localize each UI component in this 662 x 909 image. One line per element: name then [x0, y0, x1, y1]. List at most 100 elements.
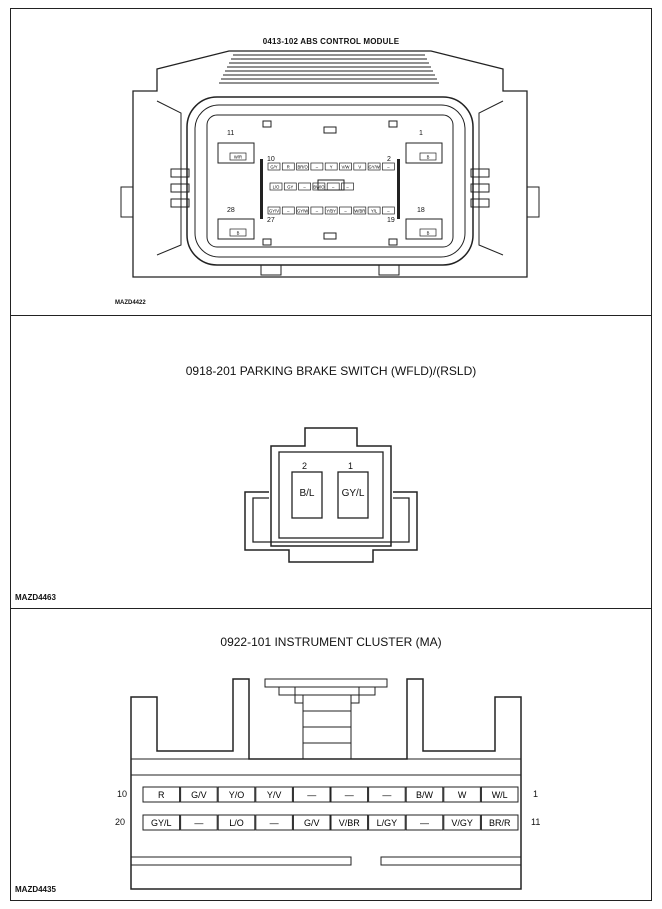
abs-pin-28: 28: [227, 207, 235, 214]
svg-text:Y/O: Y/O: [229, 790, 245, 800]
cluster-row2-cavity: V/GY: [443, 814, 481, 831]
cluster-row2-right-number: 11: [531, 817, 541, 827]
svg-text:BR/R: BR/R: [489, 818, 511, 828]
cluster-row1-right-number: 1: [533, 789, 539, 799]
svg-text:–: –: [387, 165, 390, 170]
cluster-row2-cavity: V/BR: [330, 814, 369, 831]
svg-text:V: V: [358, 165, 361, 170]
svg-text:Y/L: Y/L: [371, 209, 378, 214]
cluster-row2-cavity: —: [180, 814, 218, 831]
cluster-figure-code: MAZD4435: [15, 885, 56, 894]
cluster-row1-cavity: W/L: [480, 786, 519, 803]
svg-text:–: –: [387, 209, 390, 214]
svg-text:G/V: G/V: [304, 818, 320, 828]
abs-pin-18: 18: [417, 207, 425, 214]
cluster-title: 0922-101 INSTRUMENT CLUSTER (MA): [220, 635, 442, 649]
abs-row2-cavity: –: [326, 182, 340, 191]
svg-text:Y/BY: Y/BY: [326, 209, 336, 214]
svg-text:B: B: [427, 231, 430, 236]
cluster-panel: 0922-101 INSTRUMENT CLUSTER (MA) R G/V Y/O…: [11, 609, 651, 901]
svg-text:—: —: [194, 818, 203, 828]
svg-text:B/W: B/W: [416, 790, 434, 800]
svg-text:GY/L: GY/L: [151, 818, 172, 828]
svg-text:Y/V: Y/V: [267, 790, 282, 800]
abs-figure-code: MAZD4422: [115, 300, 146, 306]
abs-row1-cavity: Y: [324, 162, 338, 171]
svg-text:BW/O: BW/O: [313, 185, 325, 190]
abs-row3-cavity: Y/BY: [324, 206, 338, 215]
svg-text:–: –: [344, 209, 347, 214]
cluster-row2-cavity: —: [405, 814, 444, 831]
svg-text:–: –: [316, 165, 319, 170]
cluster-row1-cavity: R: [142, 786, 181, 803]
cluster-row2-cavity: L/GY: [368, 814, 406, 831]
parking-figure-code: MAZD4463: [15, 593, 56, 602]
abs-row1-cavity: –: [310, 162, 324, 171]
parking-pin-1-label: GY/L: [341, 488, 365, 499]
abs-row2-cavity: –: [298, 182, 311, 191]
svg-text:G/Y: G/Y: [270, 165, 277, 170]
parking-pin-2-label: B/L: [299, 488, 315, 499]
abs-row3-cavity: GY/V: [267, 206, 281, 215]
abs-row3-cavity: Y/L: [367, 206, 381, 215]
svg-text:—: —: [345, 790, 354, 800]
svg-text:W: W: [458, 790, 467, 800]
abs-pin-27: 27: [267, 217, 275, 224]
cluster-row1-cavity: G/V: [180, 786, 218, 803]
cluster-row1-cavity: B/W: [405, 786, 444, 803]
cluster-row2-cavity: L/O: [217, 814, 256, 831]
abs-latch-label-br: B: [419, 228, 437, 237]
cluster-row1-cavity: —: [292, 786, 331, 803]
abs-row1-cavity: –: [382, 162, 395, 171]
svg-text:—: —: [420, 818, 429, 828]
abs-pin-2: 2: [387, 156, 391, 163]
diagram-frame: 0413-102 ABS CONTROL MODULE: [10, 8, 652, 901]
cluster-row2-cavity: —: [255, 814, 293, 831]
abs-row3-cavity: GY/W: [296, 206, 309, 215]
abs-row1-cavity: G/Y: [267, 162, 281, 171]
abs-panel: 0413-102 ABS CONTROL MODULE: [11, 9, 651, 316]
cluster-connector-drawing: R G/V Y/O Y/V — — — B/W W W/L GY/L — L/O — G/V V/BR L/GY…: [130, 678, 522, 890]
svg-text:B: B: [237, 231, 240, 236]
svg-text:R: R: [158, 790, 165, 800]
abs-row1-cavity: BR/O: [296, 162, 309, 171]
svg-text:–: –: [303, 185, 306, 190]
cluster-row1-cavity: —: [368, 786, 406, 803]
abs-row3-cavity: –: [310, 206, 324, 215]
abs-pin-1: 1: [419, 130, 423, 137]
cluster-row1-cavity: Y/V: [255, 786, 293, 803]
svg-text:W/L: W/L: [492, 790, 508, 800]
cluster-row2-cavity: GY/L: [142, 814, 181, 831]
svg-text:L/O: L/O: [229, 818, 244, 828]
svg-text:R: R: [287, 165, 290, 170]
svg-text:GY/V: GY/V: [269, 209, 279, 214]
parking-pin-number-1: 1: [348, 461, 354, 471]
svg-text:G/V: G/V: [191, 790, 207, 800]
svg-text:Y: Y: [330, 165, 333, 170]
svg-text:BR/O: BR/O: [297, 165, 308, 170]
abs-row3-cavity: –: [281, 206, 295, 215]
abs-pin-11: 11: [227, 130, 235, 137]
svg-text:W/R: W/R: [234, 155, 242, 160]
svg-text:–: –: [332, 185, 335, 190]
svg-text:L/GY: L/GY: [377, 818, 398, 828]
cluster-row2-cavity: G/V: [292, 814, 331, 831]
svg-text:V/W: V/W: [342, 165, 350, 170]
svg-text:V/GY: V/GY: [451, 818, 473, 828]
abs-row1-cavity: V: [353, 162, 367, 171]
abs-title: 0413-102 ABS CONTROL MODULE: [262, 37, 400, 46]
svg-text:GY/W: GY/W: [369, 165, 380, 170]
svg-text:W/BR: W/BR: [354, 209, 365, 214]
abs-row1-cavity: R: [281, 162, 295, 171]
abs-row3-cavity: –: [382, 206, 395, 215]
svg-text:V/BR: V/BR: [339, 818, 361, 828]
svg-text:—: —: [270, 818, 279, 828]
svg-text:GY: GY: [287, 185, 293, 190]
parking-title: 0918-201 PARKING BRAKE SWITCH (WFLD)/(RS…: [185, 364, 477, 378]
abs-row2-cavity: L/O: [269, 182, 283, 191]
abs-row2-cavity: –: [341, 182, 354, 191]
parking-panel: 0918-201 PARKING BRAKE SWITCH (WFLD)/(RS…: [11, 316, 651, 609]
svg-text:–: –: [287, 209, 290, 214]
cluster-row2-left-number: 20: [115, 817, 126, 827]
